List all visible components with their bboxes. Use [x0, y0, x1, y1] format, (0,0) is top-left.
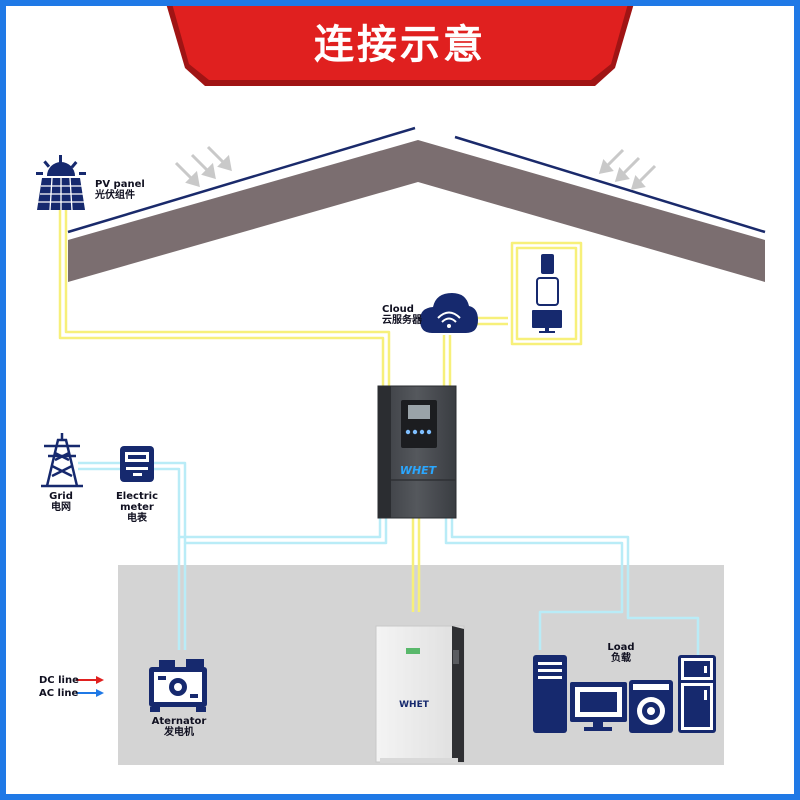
line-legend [76, 676, 104, 697]
dc-arrow-icon [96, 676, 104, 684]
load-label-zh: 负载 [611, 653, 631, 664]
inverter-led [405, 429, 411, 435]
generator-label: Aternator 发电机 [148, 716, 210, 738]
electric-meter-icon [120, 446, 154, 482]
generator-label-en: Aternator [151, 716, 207, 727]
inverter-led [412, 429, 418, 435]
sun-rays-arrow-icon [174, 161, 195, 182]
inverter-led [426, 429, 432, 435]
ac-arrow-icon [96, 689, 104, 697]
pv-panel-label-en: PV panel [95, 179, 145, 190]
sun-rays-arrow-icon [630, 174, 646, 190]
inverter-brand: WHET [400, 464, 438, 477]
generator-icon [149, 659, 207, 712]
title-banner-shape [165, 0, 635, 86]
sun-rays-arrow-icon [190, 153, 211, 174]
washing-machine-icon [629, 680, 673, 733]
battery-brand: WHET [399, 700, 430, 710]
sun-rays-arrow-icon [217, 154, 232, 172]
dc-line-label: DC line [39, 675, 79, 686]
pv-panel-label-zh: 光伏组件 [95, 190, 135, 201]
battery-logo-badge [406, 648, 420, 654]
grid-label-en: Grid [49, 491, 73, 502]
battery-side [452, 626, 464, 762]
cloud-label-en: Cloud [382, 304, 414, 315]
inverter-display [408, 405, 430, 419]
tablet-icon [536, 277, 559, 306]
load-label: Load 负载 [604, 642, 638, 664]
sun-rays-left [174, 145, 232, 188]
load-label-en: Load [607, 642, 635, 653]
roof-shape [68, 140, 765, 282]
sun-rays-arrow-icon [598, 158, 614, 174]
sun-rays-arrow-icon [620, 156, 641, 177]
dc-wires [58, 205, 583, 612]
inverter-led [419, 429, 425, 435]
battery-body [375, 625, 465, 763]
battery-module: WHET [375, 625, 465, 763]
sun-rays-arrow-icon [185, 170, 200, 188]
page-title: 连接示意 [314, 22, 486, 68]
sun-rays-arrow-icon [614, 166, 630, 182]
sun-solar-panel-icon [36, 155, 86, 211]
sun-rays-right [598, 148, 657, 190]
generator-label-zh: 发电机 [164, 727, 194, 738]
cloud-label: Cloud 云服务器 [382, 304, 422, 326]
ac-line-label: AC line [39, 688, 79, 699]
grid-label-zh: 电网 [51, 502, 71, 513]
pv-dc-wire-outer [58, 205, 385, 388]
electric-meter-label-zh: 电表 [127, 513, 147, 524]
load-ac-wire-b [450, 517, 700, 655]
roof-edge-left [67, 126, 416, 234]
tv-icon [570, 682, 627, 731]
device-frame-outer [510, 241, 583, 346]
pv-dc-wire-inner [64, 205, 391, 388]
sun-rays-arrow-icon [201, 162, 216, 180]
device-frame-inner [515, 246, 578, 341]
battery-handle [453, 650, 459, 664]
phone-icon [541, 254, 554, 274]
grid-label: Grid 电网 [46, 491, 76, 513]
roof-edge-right [454, 135, 766, 234]
inverter-side [378, 386, 391, 518]
battery-base [380, 758, 458, 763]
cloud-wifi-icon [420, 293, 478, 333]
transmission-tower-icon [41, 433, 83, 488]
sun-rays-arrow-icon [636, 164, 657, 185]
electric-meter-label-en: Electric meter [115, 491, 159, 513]
computer-tower-icon [533, 655, 567, 733]
electric-meter-label: Electric meter 电表 [100, 491, 174, 524]
load-ac-wire-a [444, 517, 624, 650]
refrigerator-icon [678, 655, 716, 733]
sun-rays-arrow-icon [206, 145, 227, 166]
sun-rays-arrow-icon [604, 148, 625, 169]
title-banner: 连接示意 [165, 0, 635, 90]
monitor-icon [532, 310, 562, 333]
cloud-label-zh: 云服务器 [382, 315, 422, 326]
pv-panel-label: PV panel 光伏组件 [95, 179, 145, 201]
